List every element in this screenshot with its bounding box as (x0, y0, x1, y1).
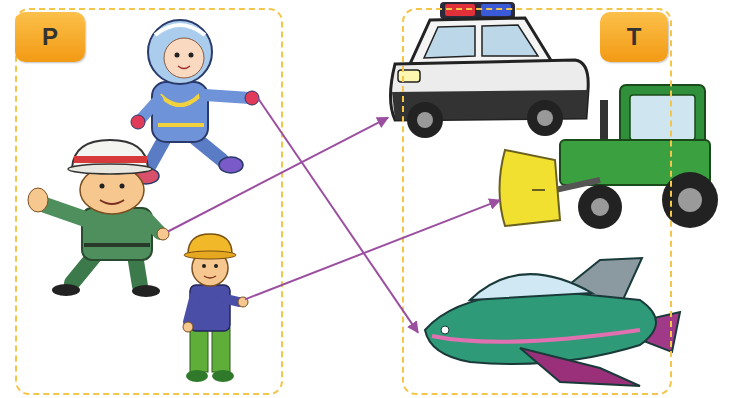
spaceship-picture (425, 258, 680, 386)
picture-node (418, 250, 680, 390)
picture-node (30, 140, 168, 290)
group-box: T (402, 8, 672, 395)
astronaut-picture (131, 20, 259, 184)
picture-node (130, 20, 258, 190)
picture-node (180, 232, 245, 385)
group-tag: T (600, 12, 668, 62)
bulldozer-picture (500, 85, 719, 229)
worker-picture (183, 234, 248, 382)
police-car-picture (391, 2, 589, 138)
picture-node (388, 0, 590, 140)
arrow-connector (245, 200, 500, 299)
arrow-connector (258, 98, 418, 332)
arrow-connector (168, 118, 388, 232)
policeman-picture (28, 140, 169, 297)
picture-node (500, 80, 730, 232)
group-tag: P (15, 12, 85, 62)
group-box: P (15, 8, 283, 395)
